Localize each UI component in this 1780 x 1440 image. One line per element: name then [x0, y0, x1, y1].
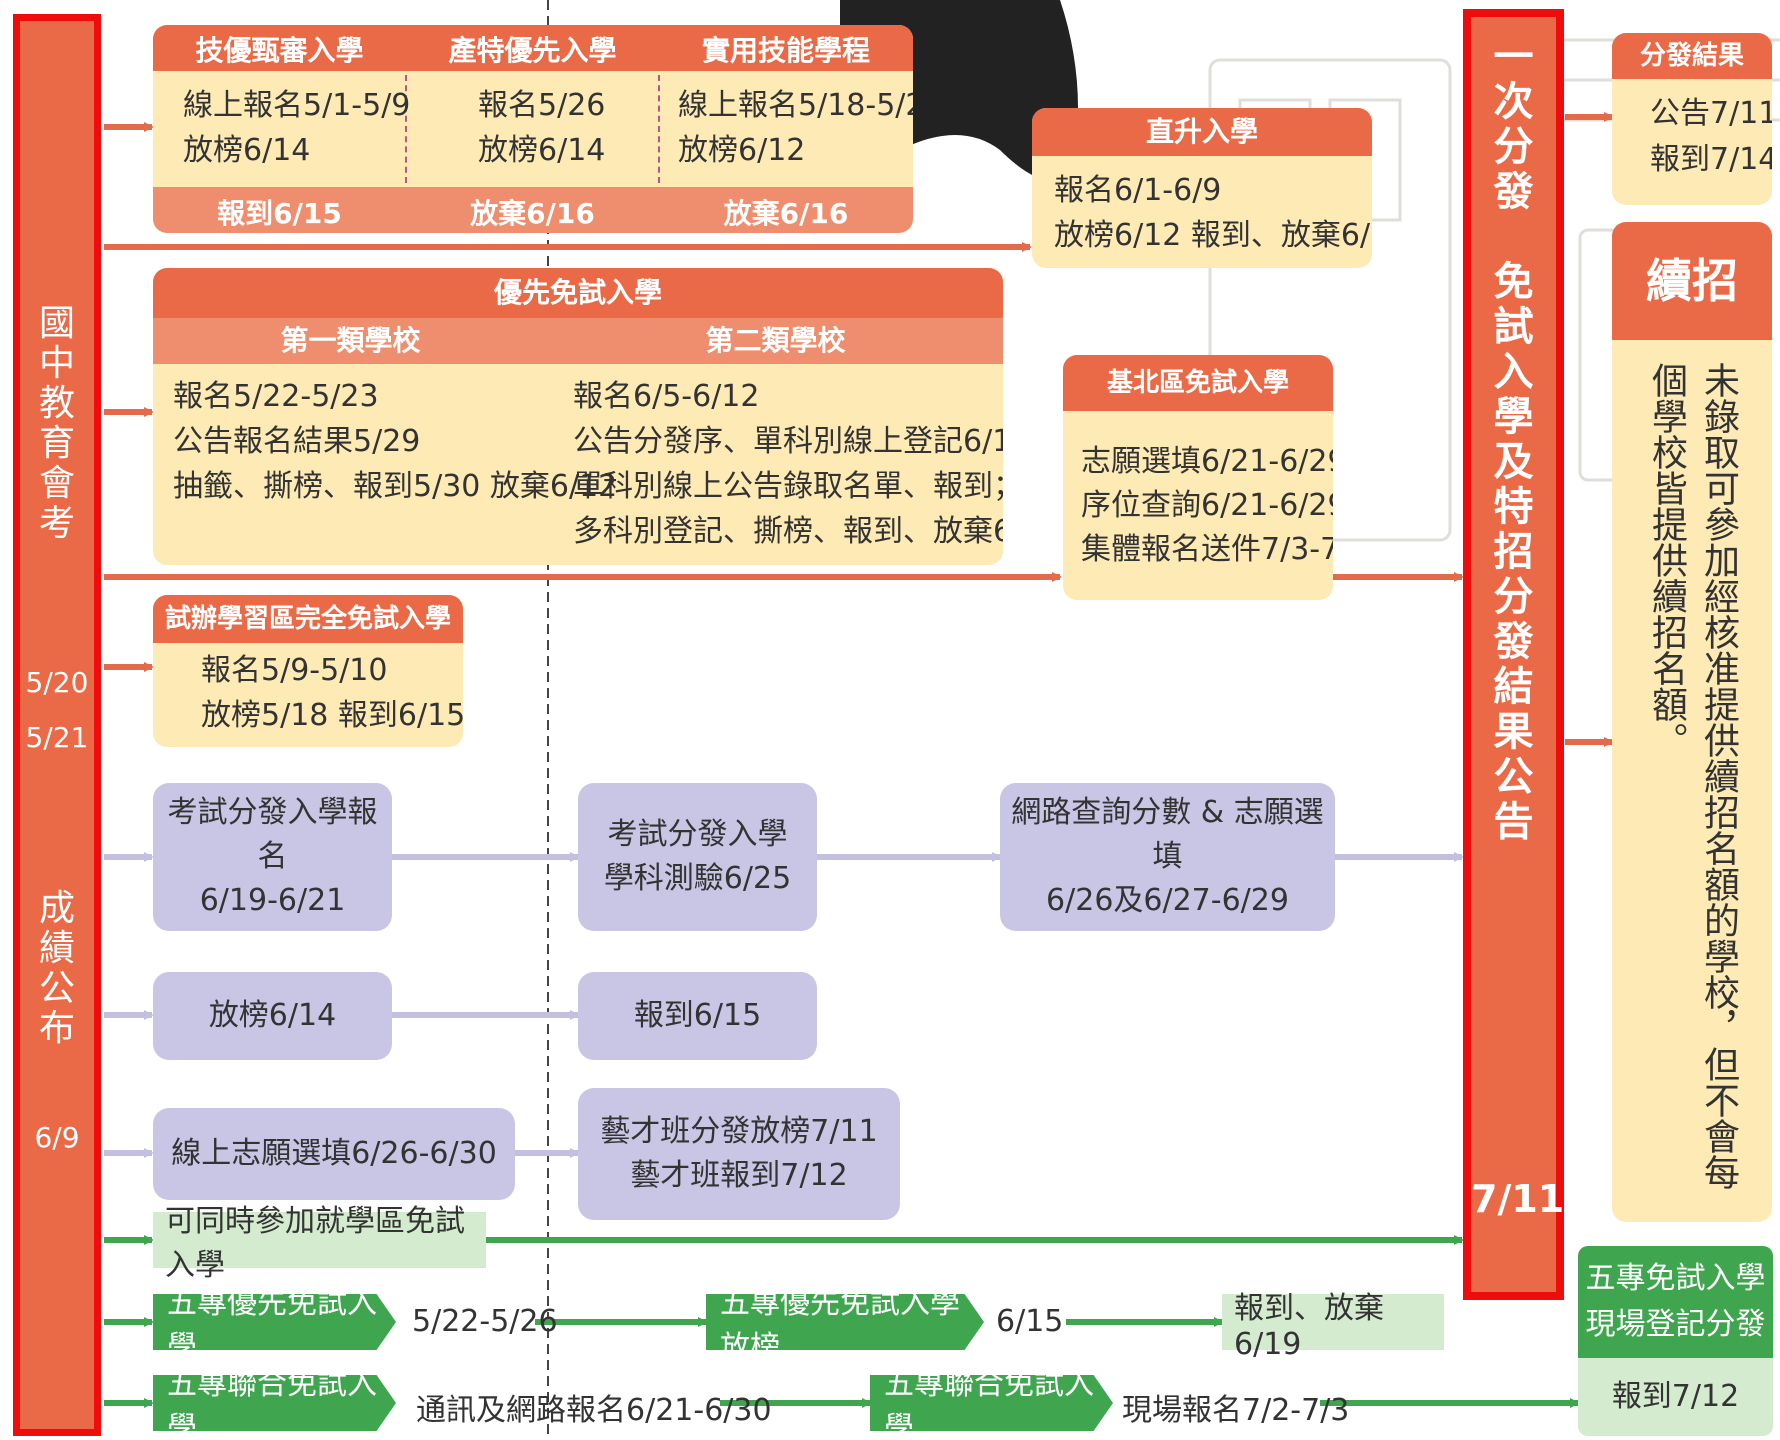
announce-date: 7/11: [1471, 1177, 1565, 1221]
results-date: 6/9: [34, 1121, 80, 1154]
jc-joint2-label: 五專聯合免試入學: [884, 1367, 1094, 1440]
release-label: 放榜6/14: [208, 998, 337, 1033]
jc-joint-box: 五專聯合免試入學: [153, 1375, 396, 1431]
jc-release-label: 五專優先免試入學放榜: [720, 1286, 960, 1365]
priority-box: 優先免試入學 第一類學校 第二類學校 報名5/22-5/23 公告報名結果5/2…: [153, 268, 1003, 565]
right-column-announce: 一 次 分 發 免 試 入 學 及 特 招 分 發 結 果 公 告 7/11: [1463, 9, 1564, 1300]
keelung-line-2: 序位查詢6/21-6/29: [1081, 488, 1333, 523]
priority-cat1-line1: 報名5/22-5/23: [173, 379, 379, 414]
skills-header-1: 技優甄審入學: [195, 34, 364, 67]
jc-checkin-box: 報到、放棄6/19: [1222, 1291, 1444, 1362]
skills-footer-3: 放棄6/16: [723, 197, 849, 230]
join-box: 可同時參加就學區免試入學: [153, 1204, 486, 1283]
pilot-line-2: 放榜5/18 報到6/15: [201, 698, 463, 733]
checkin-box: 報到6/15: [578, 972, 817, 1060]
exam-test-line-1: 考試分發入學: [607, 817, 788, 852]
exam-query-line-1: 網路查詢分數 & 志願選填: [1011, 795, 1324, 874]
join-label: 可同時參加就學區免試入學: [165, 1204, 465, 1283]
results-line-1: 公告7/11: [1650, 96, 1772, 131]
jc-onsite-box: 五專免試入學 現場登記分發 報到7/12: [1578, 1246, 1773, 1436]
jc-checkin-label: 報到、放棄6/19: [1234, 1290, 1384, 1362]
skills-footer: [153, 187, 913, 233]
results-title: 分發結果: [1612, 33, 1772, 79]
priority-cat2-line4: 多科別登記、撕榜、報到、放棄6/19: [573, 514, 1003, 549]
skills-box: 技優甄審入學 產特優先入學 實用技能學程 線上報名5/1-5/9 放榜6/14 …: [153, 25, 913, 233]
continued-title: 續招: [1612, 222, 1772, 340]
results-line-2: 報到7/14: [1650, 142, 1772, 177]
checkin-label: 報到6/15: [633, 998, 762, 1033]
exam-title: 國 中 教 育 會 考: [38, 303, 75, 544]
direct-title: 直升入學: [1032, 108, 1372, 156]
jc-joint-reg: 通訊及網路報名6/21-6/30: [416, 1393, 772, 1428]
skills-col2-line1: 報名5/26: [478, 88, 606, 123]
jc-onsite-line-1: 五專免試入學: [1585, 1261, 1766, 1296]
arts-line-1: 藝才班分發放榜7/11: [600, 1114, 878, 1149]
results-box: 分發結果 公告7/11 報到7/14: [1612, 33, 1772, 205]
left-column-exam: 國 中 教 育 會 考 5/20 5/21 成 績 公 布 6/9: [13, 14, 101, 1436]
priority-cat2-line2: 公告分發序、單科別線上登記6/16: [573, 424, 1003, 459]
jc-joint-label: 五專聯合免試入學: [167, 1367, 377, 1440]
exam-date-1: 5/20: [25, 666, 89, 699]
exam-query-box: 網路查詢分數 & 志願選填 6/26及6/27-6/29: [1000, 783, 1335, 931]
priority-cat2-line1: 報名6/5-6/12: [573, 379, 760, 414]
jc-priority-label: 五專優先免試入學: [167, 1286, 377, 1365]
jc-onsite-checkin: 報到7/12: [1578, 1358, 1773, 1436]
announce-title: 一 次 分 發 免 試 入 學 及 特 招 分 發 結 果 公 告: [1493, 34, 1534, 845]
skills-footer-2: 放棄6/16: [470, 197, 595, 230]
keelung-line-3: 集體報名送件7/3-7/4: [1081, 532, 1333, 567]
keelung-box: 基北區免試入學 志願選填6/21-6/29 序位查詢6/21-6/29 集體報名…: [1063, 355, 1333, 600]
pilot-box: 試辦學習區完全免試入學 報名5/9-5/10 放榜5/18 報到6/15: [153, 595, 463, 747]
online-box: 線上志願選填6/26-6/30: [153, 1108, 515, 1200]
arts-line-2: 藝才班報到7/12: [630, 1158, 848, 1193]
continued-box: 續招 未錄取可參加經核准提供續招名額的學校，但不會每個學校皆提供續招名額。: [1612, 222, 1772, 1222]
jc-onsite-line-2: 現場登記分發: [1585, 1307, 1766, 1342]
jc-priority-date: 5/22-5/26: [412, 1304, 558, 1339]
online-label: 線上志願選填6/26-6/30: [171, 1136, 497, 1171]
skills-header-2: 產特優先入學: [448, 34, 617, 67]
keelung-line-1: 志願選填6/21-6/29: [1081, 444, 1333, 479]
skills-col1-line2: 放榜6/14: [183, 133, 311, 168]
jc-joint-onsite: 現場報名7/2-7/3: [1122, 1393, 1350, 1428]
direct-line-2: 放榜6/12 報到、放棄6/12: [1054, 218, 1372, 253]
skills-col2-line2: 放榜6/14: [478, 133, 606, 168]
keelung-title: 基北區免試入學: [1063, 355, 1333, 411]
priority-cat2-line3: 單科別線上公告錄取名單、報到；: [573, 469, 1003, 504]
direct-box: 直升入學 報名6/1-6/9 放榜6/12 報到、放棄6/12: [1032, 108, 1372, 268]
arts-box: 藝才班分發放榜7/11 藝才班報到7/12: [578, 1088, 900, 1220]
skills-divider-1: [405, 75, 407, 183]
exam-test-box: 考試分發入學 學科測驗6/25: [578, 783, 817, 931]
jc-priority-box: 五專優先免試入學: [153, 1294, 396, 1350]
exam-date-2: 5/21: [25, 721, 89, 754]
priority-cat1-title: 第一類學校: [153, 318, 548, 364]
jc-release-box: 五專優先免試入學放榜: [706, 1294, 984, 1350]
jc-onsite-header: 五專免試入學 現場登記分發: [1578, 1246, 1773, 1358]
results-title: 成 績 公 布: [38, 888, 75, 1049]
exam-reg-box: 考試分發入學報名 6/19-6/21: [153, 783, 392, 931]
exam-query-line-2: 6/26及6/27-6/29: [1046, 883, 1289, 918]
exam-test-line-2: 學科測驗6/25: [603, 861, 792, 896]
jc-joint2-box: 五專聯合免試入學: [870, 1375, 1113, 1431]
skills-col3-line1: 線上報名5/18-5/24: [678, 88, 913, 123]
skills-col1-line1: 線上報名5/1-5/9: [183, 88, 411, 123]
direct-line-1: 報名6/1-6/9: [1054, 173, 1222, 208]
skills-header-3: 實用技能學程: [701, 34, 870, 67]
skills-footer-1: 報到6/15: [217, 197, 342, 230]
priority-title: 優先免試入學: [153, 268, 1003, 318]
skills-header: [153, 25, 913, 71]
priority-cat2-title: 第二類學校: [548, 318, 1003, 364]
skills-col3-line2: 放榜6/12: [678, 133, 806, 168]
priority-cat1-line3: 抽籤、撕榜、報到5/30 放棄6/12: [173, 469, 618, 504]
continued-text: 未錄取可參加經核准提供續招名額的學校，但不會每個學校皆提供續招名額。: [1646, 362, 1739, 1190]
skills-divider-2: [658, 75, 660, 183]
pilot-line-1: 報名5/9-5/10: [201, 653, 388, 688]
exam-reg-line-1: 考試分發入學報名: [167, 795, 378, 874]
priority-cat1-line2: 公告報名結果5/29: [173, 424, 421, 459]
pilot-title: 試辦學習區完全免試入學: [153, 595, 463, 643]
jc-release-date: 6/15: [996, 1304, 1064, 1339]
release-box: 放榜6/14: [153, 972, 392, 1060]
exam-reg-line-2: 6/19-6/21: [199, 883, 346, 918]
